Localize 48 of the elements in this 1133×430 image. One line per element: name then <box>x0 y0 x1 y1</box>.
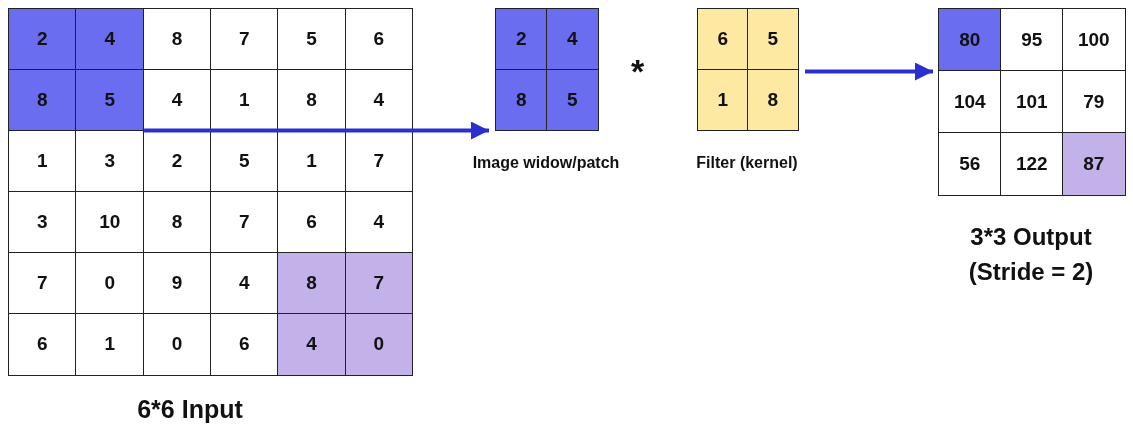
grid-cell: 1 <box>8 130 77 193</box>
grid-cell: 104 <box>938 70 1002 134</box>
grid-cell: 56 <box>938 132 1002 196</box>
arrow <box>144 121 489 140</box>
grid-cell: 2 <box>495 8 548 70</box>
grid-cell: 4 <box>277 313 346 376</box>
grid-cell: 7 <box>344 252 414 315</box>
grid-cell: 8 <box>277 252 346 315</box>
grid-caption: 6*6 Input <box>136 394 244 425</box>
grid-cell: 95 <box>1000 8 1064 72</box>
grid-cell: 8 <box>747 68 799 131</box>
grid-cell: 87 <box>1062 132 1126 196</box>
grid-cell: 10 <box>75 191 145 254</box>
grid-cell: 1 <box>697 68 749 131</box>
grid-cell: 8 <box>8 69 77 132</box>
grid-cell: 6 <box>8 313 77 376</box>
grid-cell: 79 <box>1062 70 1126 134</box>
grid-cell: 4 <box>344 191 414 254</box>
grid-cell: 5 <box>747 8 799 70</box>
grid-cell: 4 <box>546 8 599 70</box>
multiply-sign: * <box>631 52 645 91</box>
grid-cell: 4 <box>75 8 145 71</box>
grid-cell: 0 <box>142 313 212 376</box>
grid-cell: 3 <box>75 130 145 193</box>
grid-cell: 0 <box>344 313 414 376</box>
grid-cell: 122 <box>1000 132 1064 196</box>
grid-cell: 0 <box>75 252 145 315</box>
grid-cell: 8 <box>495 68 548 131</box>
grid-cell: 6 <box>209 313 279 376</box>
grid-caption: 3*3 Output (Stride = 2) <box>967 222 1095 287</box>
grid-cell: 6 <box>344 8 414 71</box>
grid-cell: 5 <box>277 8 346 71</box>
grid-cell: 1 <box>75 313 145 376</box>
grid-cell: 80 <box>938 8 1002 72</box>
grid-cell: 100 <box>1062 8 1126 72</box>
grid-cell: 8 <box>277 69 346 132</box>
grid-cell: 7 <box>8 252 77 315</box>
grid-cell: 5 <box>75 69 145 132</box>
grid-cell: 3 <box>8 191 77 254</box>
grid-cell: 6 <box>277 191 346 254</box>
grid-caption: Filter (kernel) <box>695 153 799 173</box>
grid-cell: 6 <box>697 8 749 70</box>
grid-cell: 5 <box>546 68 599 131</box>
arrow <box>805 62 933 81</box>
grid-cell: 4 <box>344 69 414 132</box>
grid-cell: 2 <box>8 8 77 71</box>
grid-caption: Image widow/patch <box>471 153 621 173</box>
grid-cell: 101 <box>1000 70 1064 134</box>
